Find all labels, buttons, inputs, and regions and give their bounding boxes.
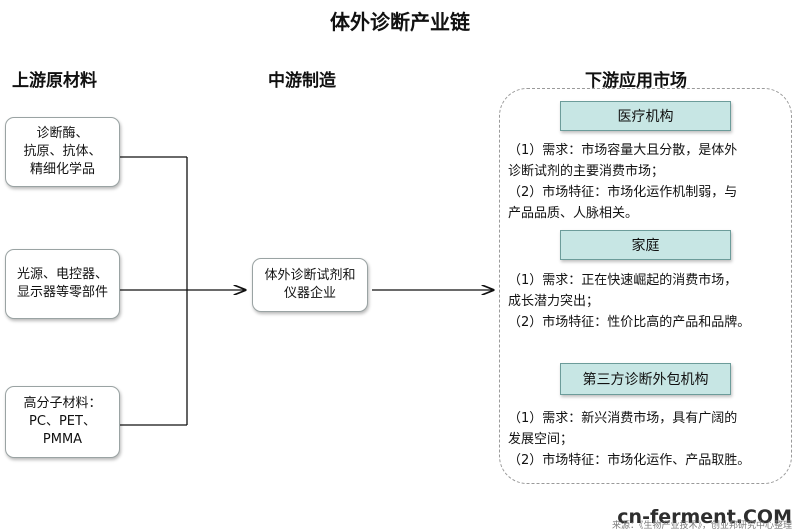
downstream-header-third-party: 第三方诊断外包机构: [560, 363, 731, 395]
upstream-box-components: 光源、电控器、 显示器等零部件: [5, 249, 120, 319]
downstream-desc-household: （1）需求：正在快速崛起的消费市场， 成长潜力突出； （2）市场特征：性价比高的…: [508, 273, 751, 330]
upstream-box-enzymes: 诊断酶、 抗原、抗体、 精细化学品: [5, 117, 120, 187]
watermark-source: 来源：《生物产业技术》，创业邦研究中心整理: [611, 521, 792, 531]
downstream-region: [499, 88, 792, 484]
downstream-header-hospitals: 医疗机构: [560, 101, 731, 131]
upstream-box-polymers: 高分子材料： PC、PET、 PMMA: [5, 386, 120, 458]
downstream-heading: 下游应用市场: [585, 71, 687, 91]
diagram-title: 体外诊断产业链: [330, 10, 470, 34]
midstream-heading: 中游制造: [268, 71, 336, 91]
midstream-box-ivd-companies: 体外诊断试剂和 仪器企业: [252, 258, 368, 312]
upstream-heading: 上游原材料: [12, 71, 97, 91]
downstream-header-household: 家庭: [560, 230, 731, 260]
downstream-desc-hospitals: （1）需求：市场容量大且分散，是体外 诊断试剂的主要消费市场； （2）市场特征：…: [508, 143, 738, 221]
downstream-desc-third-party: （1）需求：新兴消费市场，具有广阔的 发展空间； （2）市场特征：市场化运作、产…: [508, 411, 751, 468]
watermark-logo: cn-ferment.COM: [617, 506, 792, 528]
